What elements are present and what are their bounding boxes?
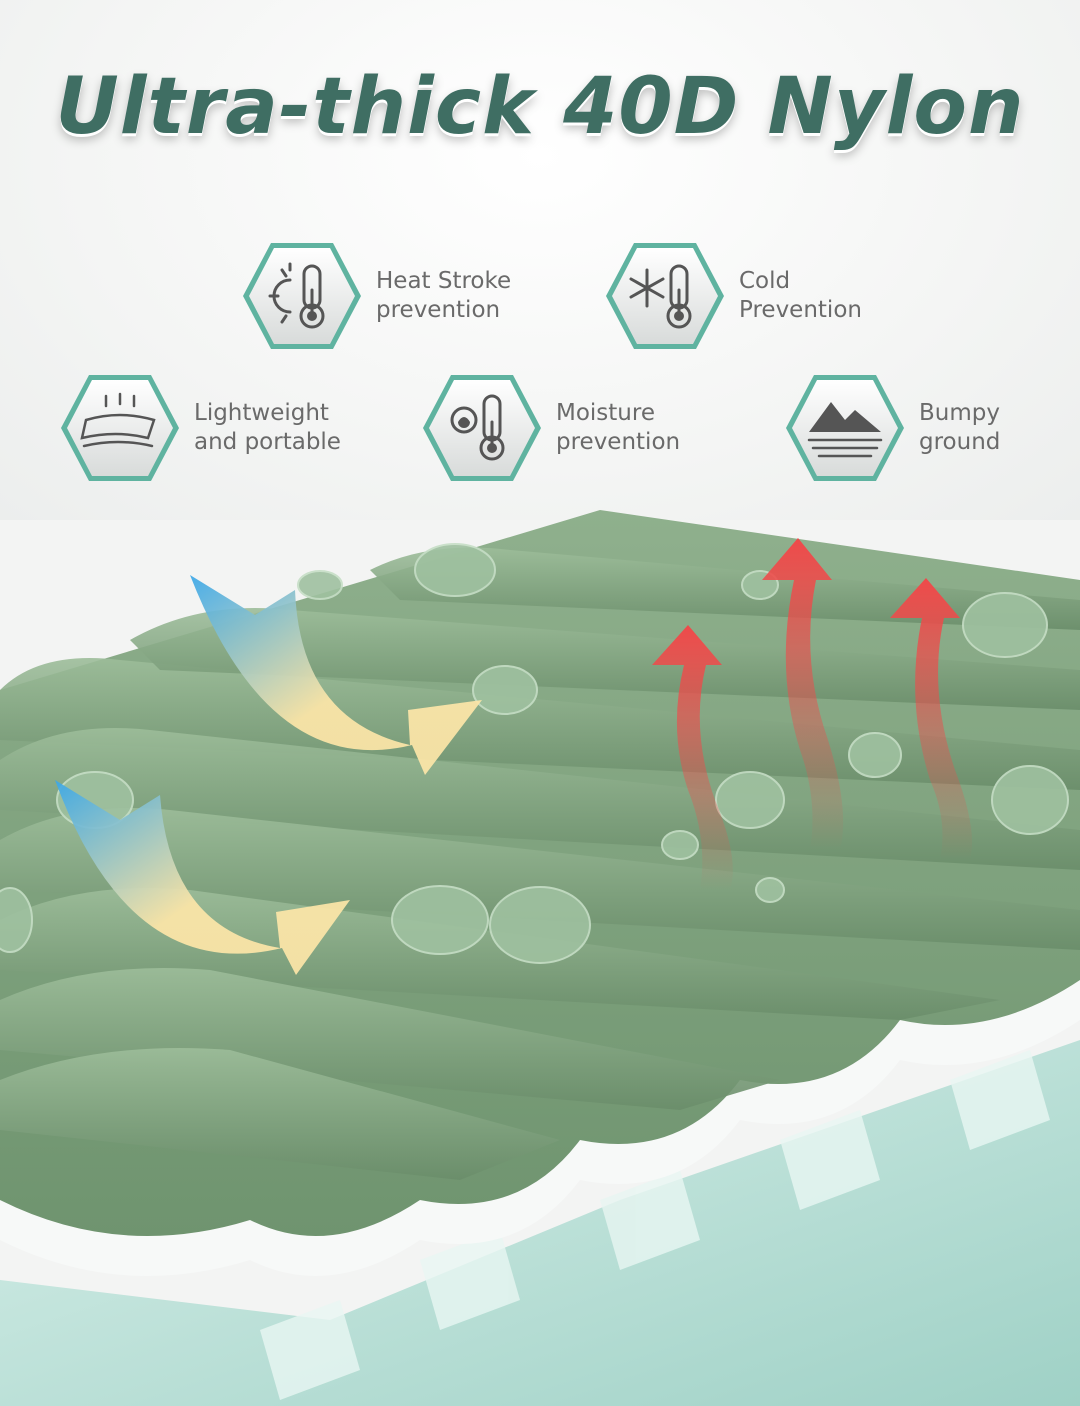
snowflake-thermometer-icon [606,243,724,349]
sun-thermometer-icon [243,243,361,349]
feature-lightweight: Lightweight and portable [58,372,341,484]
foam-layer [0,1040,1080,1406]
feature-label: Moisture prevention [556,400,681,455]
foam-cells [260,1050,1050,1400]
lightweight-fabric-icon [61,375,179,481]
feature-label: Lightweight and portable [194,400,341,455]
heat-arrow-2 [762,538,844,850]
feature-heat-stroke: Heat Stroke prevention [240,240,511,352]
cut-edge [0,980,1080,1276]
feature-label: Cold Prevention [739,268,862,323]
airflow-arrow-1 [190,575,482,775]
feature-moisture: Moisture prevention [420,372,680,484]
page-title: Ultra-thick 40D Nylon [55,62,1025,152]
heat-arrow-3 [890,578,973,860]
droplet-thermometer-icon [423,375,541,481]
mountain-ground-icon [786,375,904,481]
feature-bumpy-ground: Bumpy ground [783,372,1000,484]
sleeping-pad-illustration [0,510,1080,1406]
feature-cold: Cold Prevention [603,240,862,352]
feature-label: Bumpy ground [919,400,1001,455]
feature-label: Heat Stroke prevention [376,268,512,323]
heat-arrow-1 [652,625,733,890]
airflow-arrow-2 [55,780,350,975]
